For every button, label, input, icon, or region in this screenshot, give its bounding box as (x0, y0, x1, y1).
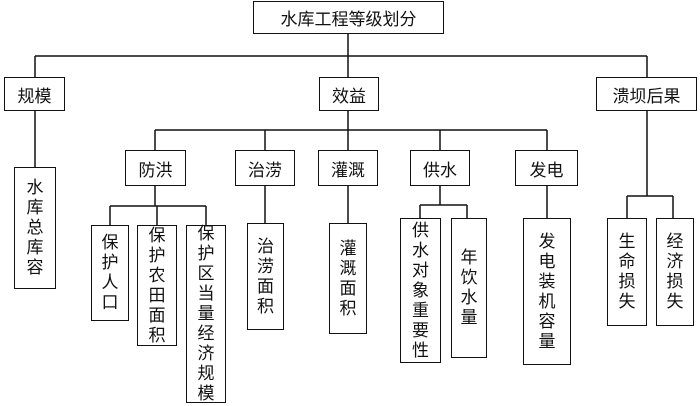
leaf-annual-water-label: 年饮水量 (460, 248, 478, 328)
node-water-supply: 供水 (410, 150, 470, 186)
leaf-supply-importance: 供水对象重要性 (400, 218, 441, 363)
leaf-protected-economy: 保护区当量经济规模 (186, 224, 226, 404)
leaf-supply-importance-label: 供水对象重要性 (412, 220, 429, 361)
root-node: 水库工程等级划分 (253, 1, 444, 34)
leaf-life-loss: 生命损失 (607, 218, 647, 326)
node-breach-consequence-label: 溃坝后果 (612, 86, 681, 107)
node-power-label: 发电 (529, 160, 564, 181)
leaf-irrigation-area: 灌溉面积 (329, 223, 367, 334)
leaf-irrigation-area-label: 灌溉面积 (339, 238, 357, 319)
leaf-protected-economy-label: 保护区当量经济规模 (197, 224, 215, 404)
node-benefit-label: 效益 (332, 86, 366, 107)
leaf-protected-farmland-label: 保护农田面积 (148, 225, 166, 346)
leaf-protected-farmland: 保护农田面积 (137, 225, 177, 346)
root-label: 水库工程等级划分 (280, 10, 417, 30)
node-irrigation: 灌溉 (318, 150, 378, 186)
node-breach-consequence: 溃坝后果 (596, 77, 697, 111)
node-water-supply-label: 供水 (423, 160, 457, 181)
leaf-reservoir-capacity: 水库总库容 (14, 167, 56, 289)
leaf-installed-capacity: 发电装机容量 (523, 218, 571, 365)
leaf-reservoir-capacity-label: 水库总库容 (26, 178, 44, 278)
leaf-drainage-area: 治涝面积 (247, 223, 284, 330)
leaf-life-loss-label: 生命损失 (618, 232, 636, 312)
leaf-economic-loss: 经济损失 (656, 218, 694, 326)
node-flood-control: 防洪 (125, 150, 186, 186)
leaf-drainage-area-label: 治涝面积 (257, 236, 274, 317)
leaf-protected-population-label: 保护人口 (101, 233, 119, 313)
leaf-protected-population: 保护人口 (91, 225, 129, 321)
node-flood-control-label: 防洪 (138, 160, 173, 181)
node-drainage-label: 治涝 (248, 160, 282, 181)
node-scale-label: 规模 (17, 86, 52, 107)
leaf-economic-loss-label: 经济损失 (666, 232, 684, 312)
leaf-installed-capacity-label: 发电装机容量 (538, 231, 556, 352)
leaf-annual-water: 年饮水量 (451, 218, 487, 358)
node-irrigation-label: 灌溉 (331, 160, 365, 181)
node-scale: 规模 (4, 77, 65, 111)
node-power: 发电 (515, 150, 578, 186)
node-drainage: 治涝 (235, 150, 295, 186)
node-benefit: 效益 (319, 77, 379, 111)
